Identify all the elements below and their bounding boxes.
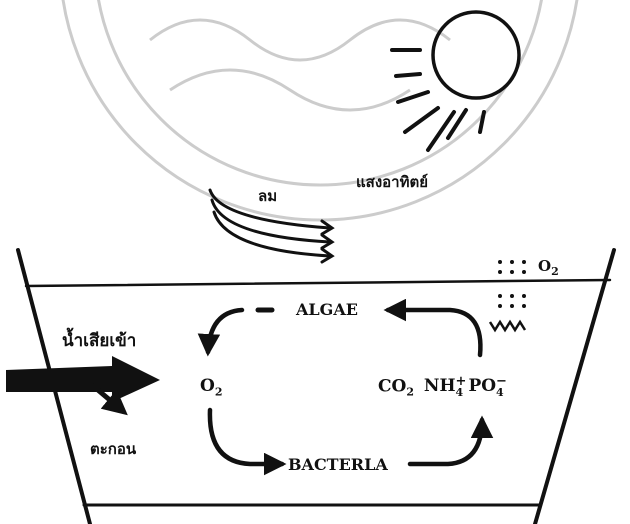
wastewater-in-label: น้ำเสียเข้า [62, 331, 137, 351]
co2-symbol: CO [378, 376, 407, 397]
algae-label: ALGAE [296, 300, 358, 319]
nh4-superscript: + [455, 374, 467, 389]
nutrient-cycle-arrows [197, 298, 494, 476]
arrow-to-bacteria [207, 407, 287, 476]
watermark-ornament [149, 18, 451, 62]
arrow-to-algae [383, 298, 483, 358]
oxygen-escape-label: O2 [538, 257, 559, 278]
arrow-to-nutrients [407, 415, 494, 467]
nh4-symbol: NH [423, 376, 456, 397]
bacteria-label: BACTERLA [288, 455, 388, 474]
watermark-ornament-2 [169, 68, 411, 112]
po4-charge: −4 [496, 374, 507, 399]
po4-superscript: − [496, 374, 507, 389]
oxygen-escape-symbol: O [538, 257, 552, 275]
nh4-charge: +4 [455, 374, 467, 399]
oxygen-subscript: 2 [214, 385, 223, 399]
oxygen-escape-subscript: 2 [551, 265, 559, 278]
nh4-subscript: 4 [455, 385, 464, 399]
co2-subscript: 2 [406, 385, 414, 399]
arrow-to-oxygen [197, 307, 245, 357]
po4-symbol: PO [468, 376, 497, 397]
wind-label: ลม [258, 187, 278, 205]
watermark-ring-inner [97, 0, 543, 187]
oxygen-bubbles-icon [488, 260, 527, 333]
wind-lines-icon [208, 188, 335, 264]
sediment-arrow [90, 383, 128, 416]
wastewater-inflow-arrow [6, 356, 160, 402]
sediment-label: ตะกอน [90, 440, 137, 458]
water-surface-line [24, 278, 612, 288]
po4-subscript: 4 [496, 385, 504, 399]
oxygen-label-left: O2 [200, 376, 223, 399]
sun-icon [390, 10, 521, 152]
watermark-ring-outer [61, 0, 579, 222]
sunlight-label: แสงอาทิตย์ [356, 173, 428, 191]
oxygen-symbol: O [200, 376, 215, 396]
